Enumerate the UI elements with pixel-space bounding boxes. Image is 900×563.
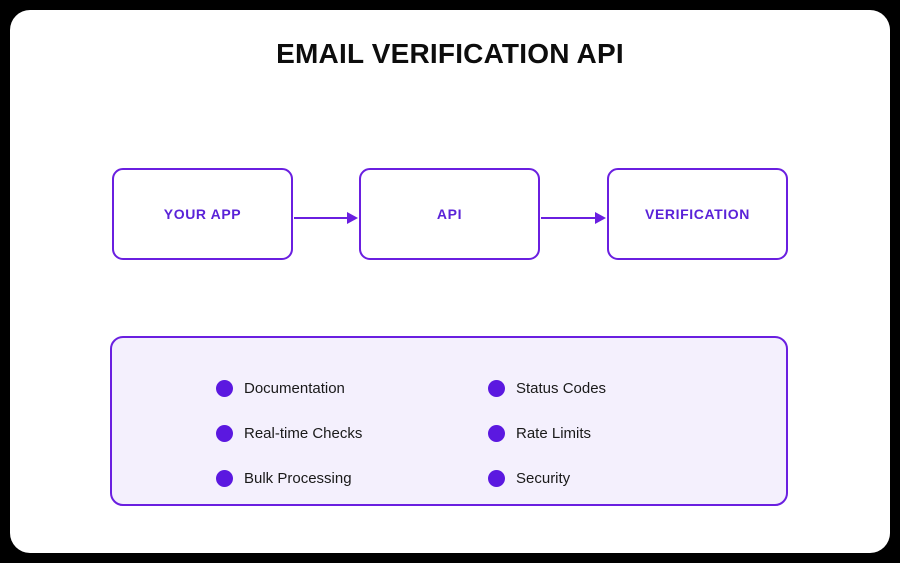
feature-item-status-codes[interactable]: Status Codes [488,380,716,397]
feature-item-real-time-checks[interactable]: Real-time Checks [216,425,488,442]
arrow-right-icon [294,212,358,224]
feature-item-rate-limits[interactable]: Rate Limits [488,425,716,442]
arrow-shaft [541,217,596,219]
arrow-head [347,212,358,224]
bullet-dot-icon [216,425,233,442]
bullet-dot-icon [488,425,505,442]
feature-label: Real-time Checks [244,425,363,442]
diagram-card: EMAIL VERIFICATION API YOUR APP API VERI… [10,10,890,553]
bullet-dot-icon [488,380,505,397]
flow-step-label: VERIFICATION [645,206,750,222]
flow-step-label: API [436,206,463,222]
flow-diagram: YOUR APP API VERIFICATION [10,10,890,553]
feature-item-bulk-processing[interactable]: Bulk Processing [216,470,488,487]
flow-step-verification[interactable]: VERIFICATION [607,168,788,260]
arrow-shaft [294,217,348,219]
feature-label: Documentation [244,380,345,397]
flow-step-api[interactable]: API [359,168,540,260]
bullet-dot-icon [216,380,233,397]
flow-step-your-app[interactable]: YOUR APP [112,168,293,260]
feature-item-security[interactable]: Security [488,470,716,487]
feature-label: Security [516,470,571,487]
feature-label: Rate Limits [516,425,592,442]
arrow-right-icon [541,212,606,224]
flow-step-label: YOUR APP [163,206,242,222]
bullet-dot-icon [216,470,233,487]
page-title: EMAIL VERIFICATION API [276,38,624,69]
bullet-dot-icon [488,470,505,487]
feature-item-documentation[interactable]: Documentation [216,380,488,397]
features-panel: Documentation Status Codes Real-time Che… [110,336,788,506]
feature-label: Status Codes [516,380,607,397]
arrow-head [595,212,606,224]
features-grid: Documentation Status Codes Real-time Che… [216,366,716,501]
feature-label: Bulk Processing [244,470,352,487]
